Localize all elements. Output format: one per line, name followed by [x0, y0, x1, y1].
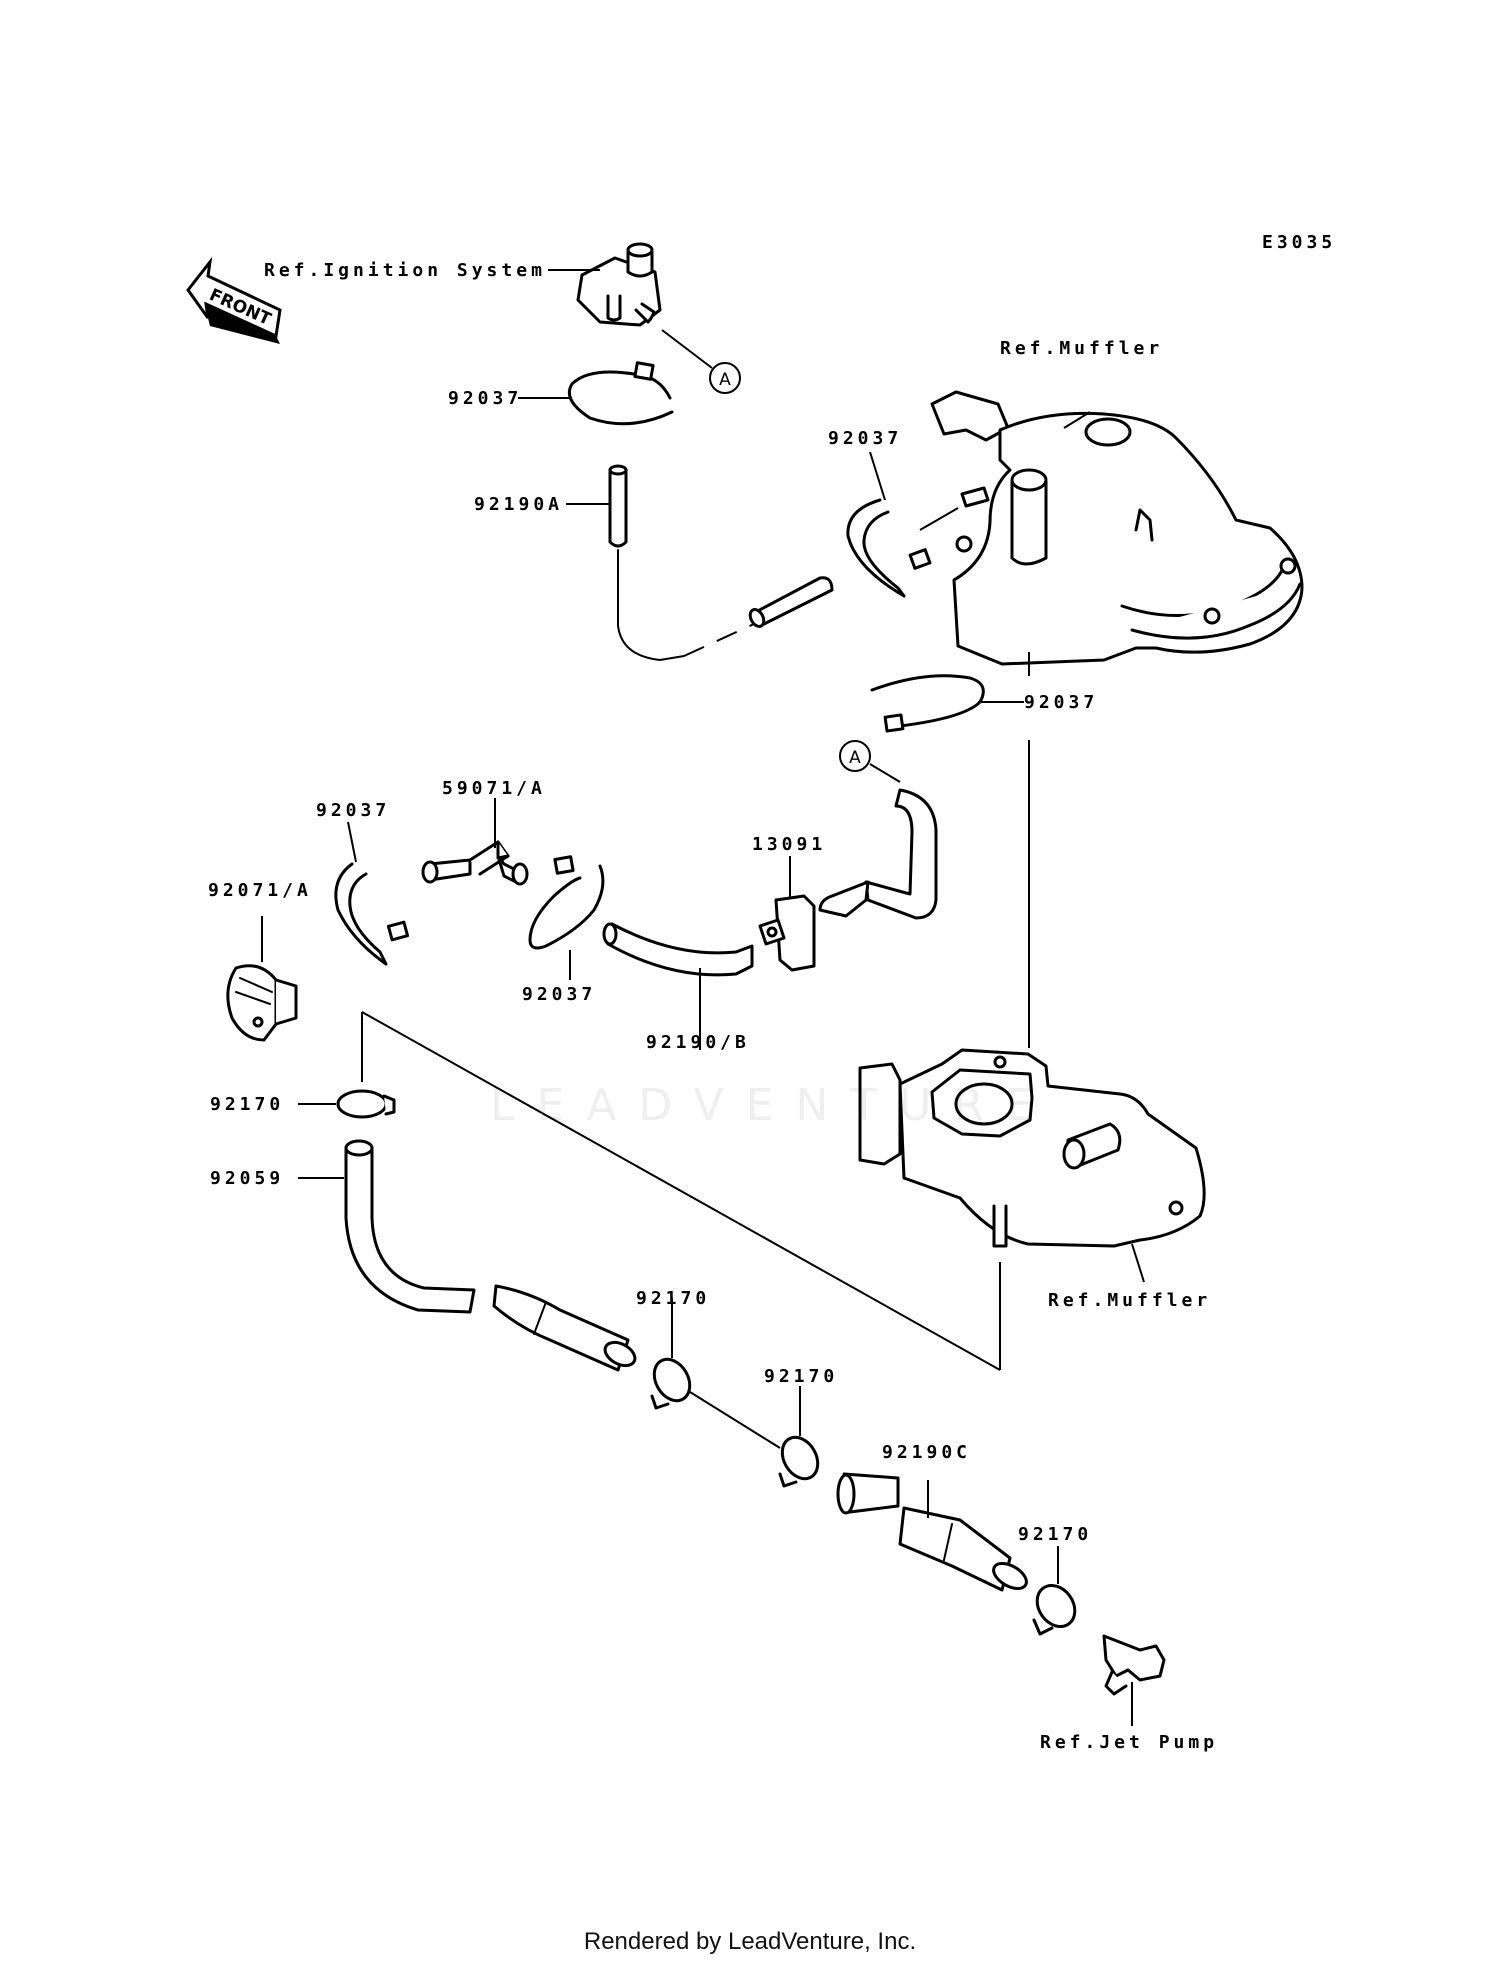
band-clamp-92037-e: [528, 855, 605, 950]
watermark: LEADVENTURE: [490, 1080, 1056, 1131]
band-clamp-92037-b: [846, 498, 932, 598]
band-clamp-92037-d: [334, 862, 410, 966]
label-92190a: 92190A: [474, 494, 563, 515]
label-92190b: 92190/B: [646, 1032, 750, 1053]
hose-clamp-92170-a: [336, 1089, 396, 1119]
label-59071a: 59071/A: [442, 778, 546, 799]
label-13091: 13091: [752, 834, 826, 855]
jet-pump-fitting: [1102, 1634, 1166, 1696]
hose-clamp-92170-b: [650, 1357, 692, 1410]
band-clamp-92037-c: [870, 674, 985, 733]
callout-circle-a: [709, 362, 741, 394]
label-ref-muffler-bottom: Ref.Muffler: [1048, 1290, 1211, 1311]
label-ref-jet-pump: Ref.Jet Pump: [1040, 1732, 1218, 1753]
hose-92190c: [836, 1472, 1028, 1592]
label-92071a: 92071/A: [208, 880, 312, 901]
label-92170-d: 92170: [1018, 1524, 1092, 1545]
fitting-13091: [758, 894, 816, 972]
label-92170-b: 92170: [636, 1288, 710, 1309]
band-clamp-92037-a: [567, 361, 674, 426]
label-92170-a: 92170: [210, 1094, 284, 1115]
label-92059: 92059: [210, 1168, 284, 1189]
label-ref-ignition: Ref.Ignition System: [264, 260, 546, 281]
label-92170-c: 92170: [764, 1366, 838, 1387]
muffler-top: [930, 390, 1304, 666]
drain-plug-92071a: [226, 964, 298, 1042]
label-92037-e: 92037: [522, 984, 596, 1005]
muffler-bottom: [858, 1048, 1206, 1248]
pipe-59071a: [421, 840, 529, 886]
label-92190c: 92190C: [882, 1442, 971, 1463]
label-92037-a: 92037: [448, 388, 522, 409]
label-ref-muffler-top: Ref.Muffler: [1000, 338, 1163, 359]
label-92037-d: 92037: [316, 800, 390, 821]
diagram-code: E3035: [1262, 232, 1336, 253]
hose-clamp-92170-c: [778, 1435, 820, 1488]
hose-clamp-92170-d: [1032, 1584, 1077, 1636]
ignition-fitting: [576, 242, 662, 327]
hose-92059: [344, 1139, 637, 1372]
label-92037-c: 92037: [1024, 692, 1098, 713]
hose-92190b: [602, 788, 938, 977]
callout-circle-a-lower: [839, 740, 871, 772]
label-92037-b: 92037: [828, 428, 902, 449]
callout-letter-a: A: [719, 370, 731, 390]
hose-92190a: [608, 464, 834, 628]
footer-credit: Rendered by LeadVenture, Inc.: [583, 1928, 917, 1955]
callout-letter-a-lower: A: [849, 748, 861, 768]
